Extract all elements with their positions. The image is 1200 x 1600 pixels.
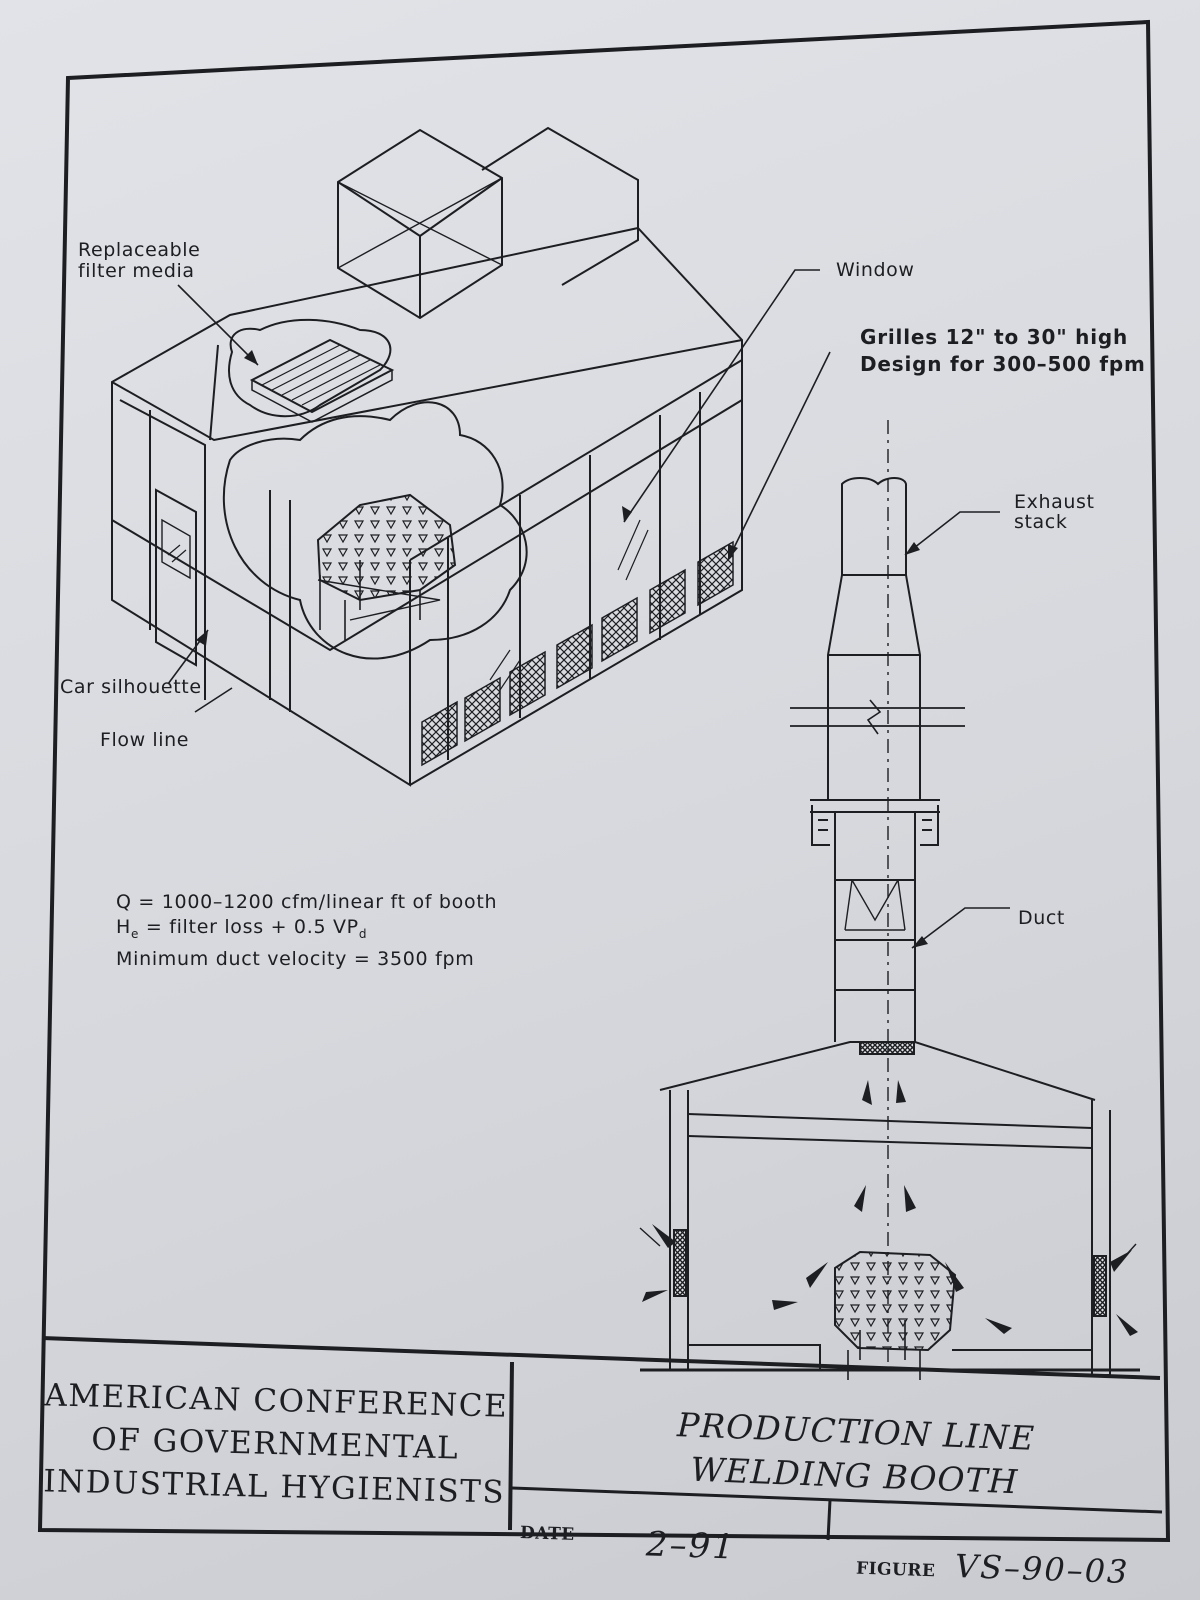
leader-flow	[194, 687, 233, 713]
figure-divider	[826, 1499, 832, 1541]
duct	[834, 812, 916, 1042]
title-block-top-line	[41, 1336, 1161, 1380]
booth-door	[155, 488, 197, 667]
leader-stack	[904, 511, 1000, 556]
leader-window	[623, 269, 820, 523]
leader-grilles	[727, 351, 831, 561]
date-line	[511, 1486, 1163, 1514]
label-window: Window	[836, 259, 915, 281]
outer-frame	[37, 19, 1171, 1543]
leader-filter	[177, 284, 259, 366]
label-duct: Duct	[1018, 907, 1065, 929]
car-section	[834, 1250, 957, 1352]
leader-duct	[911, 907, 1010, 949]
label-grilles: Grilles 12" to 30" high Design for 300–5…	[860, 325, 1146, 376]
date-label: DATE	[519, 1523, 575, 1545]
exhaust-stack	[827, 477, 921, 801]
figure-value: VS–90–03	[954, 1546, 1131, 1592]
roof-unit-right	[481, 126, 639, 286]
title-block-divider	[508, 1361, 514, 1531]
formula-he: He = filter loss + 0.5 VPd	[116, 916, 368, 941]
formula-velocity: Minimum duct velocity = 3500 fpm	[116, 947, 475, 970]
organization-name: AMERICAN CONFERENCE OF GOVERNMENTAL INDU…	[42, 1377, 509, 1511]
booth-end-wall	[111, 382, 411, 787]
figure-label: FIGURE	[855, 1558, 936, 1582]
formula-q: Q = 1000–1200 cfm/linear ft of booth	[116, 891, 498, 913]
grille-row	[421, 540, 734, 767]
date-value: 2–91	[645, 1524, 737, 1568]
leader-lines	[167, 269, 1010, 949]
label-car-silhouette: Car silhouette	[60, 676, 202, 698]
booth-section	[659, 420, 1111, 1380]
cutaway-outline	[222, 401, 528, 660]
design-formulas: Q = 1000–1200 cfm/linear ft of booth He …	[116, 890, 497, 972]
label-replaceable-filter: Replaceable filter media	[78, 239, 201, 282]
section-walls	[669, 1090, 1111, 1376]
label-flow-line: Flow line	[100, 729, 190, 751]
booth-isometric	[111, 126, 743, 787]
car-silhouette-iso	[316, 493, 457, 602]
booth-roof	[111, 226, 743, 652]
label-exhaust-stack: Exhaust stack	[1014, 491, 1095, 533]
